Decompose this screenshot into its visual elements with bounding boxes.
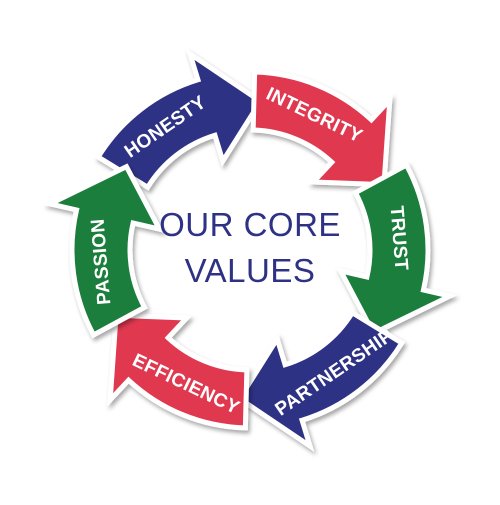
center-title-line-2: VALUES [184, 252, 316, 289]
arrow-segment-passion: PASSION [42, 163, 165, 339]
arrow-shape-partnership [236, 309, 406, 453]
arrow-shape-integrity [250, 69, 393, 188]
segment-label-trust: TRUST [386, 205, 412, 271]
arrow-segment-efficiency: EFFICIENCY [107, 312, 250, 431]
center-title-line-1: OUR CORE [159, 206, 341, 243]
arrow-segment-trust: TRUST [335, 161, 458, 337]
arrow-segment-integrity: INTEGRITY [250, 69, 393, 188]
arrow-shape-honesty [94, 47, 264, 191]
arrow-shape-trust [335, 161, 458, 337]
arrow-segment-partnership: PARTNERSHIP [236, 309, 406, 453]
arrow-shape-efficiency [107, 312, 250, 431]
arrow-shape-passion [42, 163, 165, 339]
